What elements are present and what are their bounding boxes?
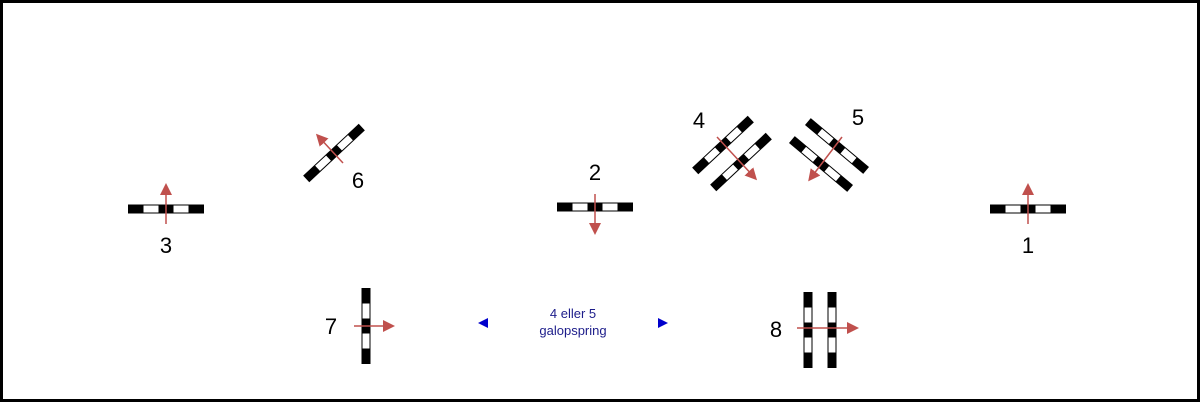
jump-number: 6 — [352, 168, 364, 193]
right-triangle-icon — [658, 318, 668, 328]
jump-number: 3 — [160, 233, 172, 258]
jump-8: 8 — [770, 292, 859, 368]
note-line-2: galopspring — [539, 323, 606, 338]
fence-pole — [827, 292, 837, 368]
jump-6: 6 — [303, 123, 365, 193]
distance-note: 4 eller 5 galopspring — [478, 306, 668, 338]
jump-7: 7 — [325, 288, 395, 364]
jump-number: 5 — [852, 105, 864, 130]
jump-3: 3 — [128, 183, 204, 258]
jump-number: 7 — [325, 314, 337, 339]
jump-number: 1 — [1022, 233, 1034, 258]
jump-5: 5 — [789, 105, 869, 192]
note-line-1: 4 eller 5 — [550, 306, 596, 321]
left-triangle-icon — [478, 318, 488, 328]
jump-number: 2 — [589, 160, 601, 185]
direction-arrow-icon — [808, 136, 843, 182]
jump-number: 8 — [770, 317, 782, 342]
jump-4: 4 — [692, 108, 772, 192]
direction-arrow-icon — [315, 133, 344, 164]
direction-arrow-icon — [716, 136, 758, 181]
jump-2: 2 — [557, 160, 633, 235]
jump-1: 1 — [990, 183, 1066, 258]
fence-pole — [803, 292, 813, 368]
jump-number: 4 — [693, 108, 705, 133]
